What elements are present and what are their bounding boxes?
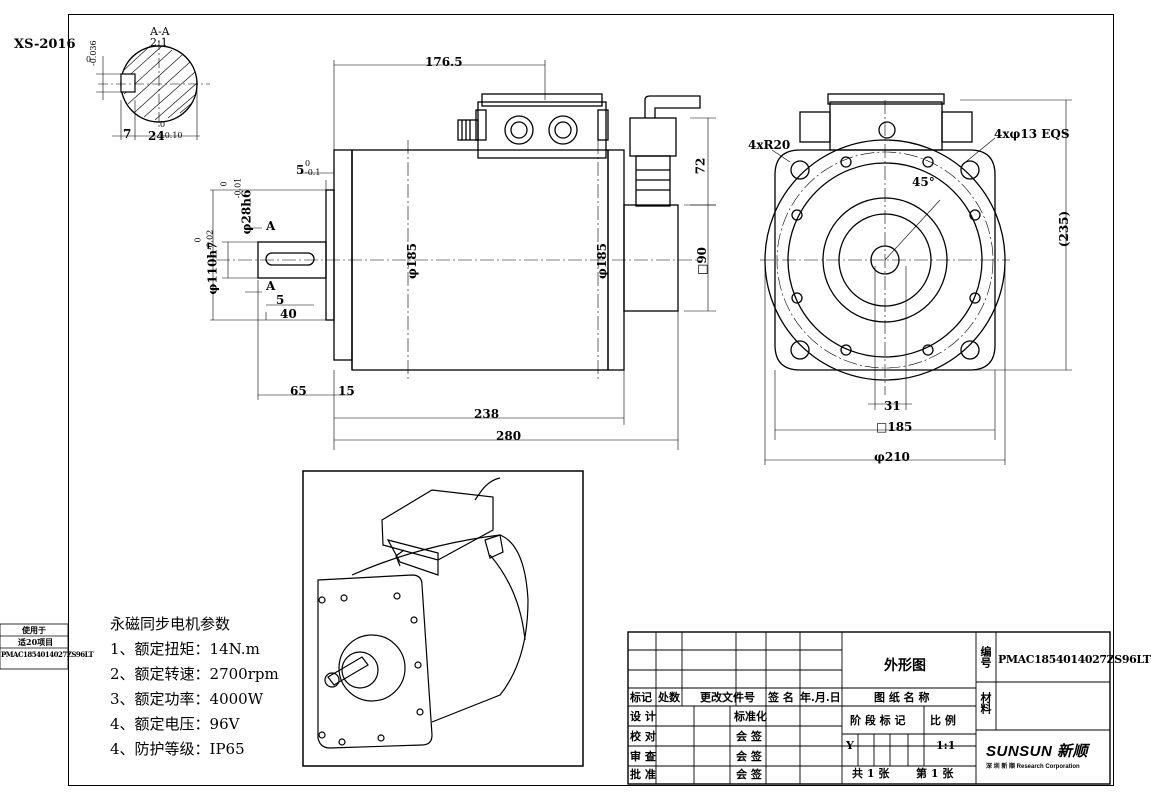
dim-phi185-body: φ185 — [404, 243, 419, 279]
tb-approve: 批 准 — [630, 768, 656, 781]
dim-5-flange: 5 — [296, 163, 305, 177]
section-mark-top: A — [266, 219, 276, 233]
dim-angle: 45° — [912, 175, 935, 189]
tb-drawing-name: 图 纸 名 称 — [874, 691, 930, 704]
tb-part-number: PMAC1854014027ZS96LT — [998, 653, 1151, 666]
section-label: A-A — [150, 25, 170, 38]
dim-176-5: 176.5 — [425, 55, 463, 69]
section-view — [96, 40, 210, 140]
front-view-centerlines — [760, 100, 1010, 395]
dim-235: (235) — [1057, 210, 1072, 248]
tb-standardize: 标准化 — [734, 710, 767, 723]
dim-15: 15 — [338, 384, 355, 398]
tb-label-number: 编号 — [979, 646, 992, 668]
dim-phi110-tol-bottom: -0.02 — [205, 229, 215, 251]
section-dia-24: 24 — [148, 129, 165, 143]
tb-design: 设 计 — [630, 710, 656, 723]
dim-holes: 4xφ13 EQS — [994, 127, 1070, 141]
motor-specs: 永磁同步电机参数 1、额定扭矩：14N.m 2、额定转速：2700rpm 3、额… — [110, 612, 279, 762]
side-view-centerlines — [216, 140, 700, 380]
tb-date: 年.月.日 — [800, 691, 841, 704]
drawing-frame — [68, 14, 1114, 786]
tb-sheet-no: 第 1 张 — [916, 767, 954, 780]
project-label: 适20项目 — [18, 637, 54, 647]
dim-238: 238 — [474, 407, 500, 421]
company-logo-sub: 深 圳 新 顺 Research Corporation — [986, 764, 1080, 770]
tb-ratio-value: 1:1 — [936, 739, 956, 752]
dim-radius: 4xR20 — [748, 138, 791, 152]
dim-31: 31 — [884, 399, 901, 413]
dim-phi28-tol-top: 0 — [219, 181, 229, 187]
section-scale: 2:1 — [150, 36, 168, 49]
company-logo: SUNSUN 新顺 — [986, 743, 1089, 760]
dim-72: 72 — [693, 157, 708, 175]
section-width-7: 7 — [123, 127, 132, 141]
spec-torque: 1、额定扭矩：14N.m — [110, 640, 260, 658]
tb-label-material: 材料 — [979, 692, 992, 714]
tb-stage-value: Y — [846, 739, 854, 752]
tb-ratio-label: 比 例 — [930, 714, 956, 727]
side-view-dims — [210, 60, 716, 450]
title-block-grid — [627, 631, 1111, 785]
tb-countersign-3: 会 签 — [736, 768, 762, 781]
tb-stage-mark: 阶 段 标 记 — [850, 714, 906, 727]
tb-change-doc: 更改文件号 — [700, 691, 755, 704]
spec-speed: 2、额定转速：2700rpm — [110, 665, 279, 683]
spec-voltage: 4、额定电压：96V — [110, 715, 240, 733]
dim-5-tol-top: 0 — [305, 159, 311, 168]
dim-phi110-tol-top: 0 — [193, 237, 203, 243]
dim-280: 280 — [496, 429, 522, 443]
section-tol-top: 0 — [84, 55, 93, 64]
tb-drawing-title: 外形图 — [884, 658, 926, 674]
dim-sq185: □185 — [876, 420, 913, 434]
used-for-label: 使用于 — [22, 625, 46, 635]
tb-mark: 标记 — [630, 691, 652, 704]
section-tol-bottom: -0.036 — [89, 40, 98, 66]
side-view-outline — [257, 93, 701, 371]
tb-sign: 签 名 — [768, 691, 794, 704]
dim-phi28-tol-bottom: -0.01 — [233, 177, 243, 199]
tb-total-sheets: 共 1 张 — [852, 767, 890, 780]
section-dia-tol-top: 0 — [160, 120, 166, 129]
tb-count: 处数 — [658, 691, 680, 704]
dim-65: 65 — [290, 384, 307, 398]
tb-check: 校 对 — [630, 730, 656, 743]
left-strip-grid — [0, 623, 69, 670]
section-mark-bottom: A — [266, 279, 276, 293]
tb-review: 审 查 — [630, 750, 656, 763]
section-dia-tol-bottom: -0.10 — [162, 131, 183, 140]
left-part-number: PMAC1854014027ZS96LT — [1, 650, 94, 659]
spec-power: 3、额定功率：4000W — [110, 690, 264, 708]
front-view-dims — [764, 99, 1072, 465]
specs-title: 永磁同步电机参数 — [110, 615, 231, 633]
dim-phi185-rear: φ185 — [594, 243, 609, 279]
dim-5-tol-bottom: -0.1 — [305, 168, 321, 177]
dim-40: 40 — [280, 307, 297, 321]
tb-countersign-1: 会 签 — [736, 730, 762, 743]
tb-countersign-2: 会 签 — [736, 750, 762, 763]
doc-code: XS-2016 — [14, 37, 76, 52]
dim-sq90: □90 — [695, 246, 710, 276]
spec-protection: 4、防护等级：IP65 — [110, 740, 245, 758]
dim-key-5: 5 — [276, 293, 285, 307]
dim-phi210: φ210 — [874, 450, 910, 464]
isometric-view — [302, 470, 584, 767]
